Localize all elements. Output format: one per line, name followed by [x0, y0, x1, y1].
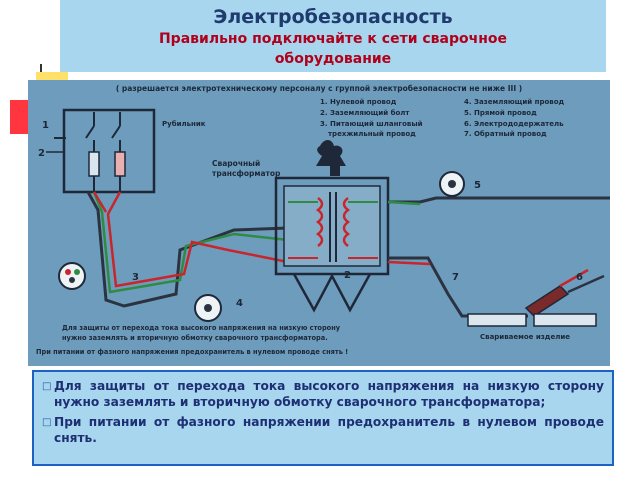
- switch-label: Рубильник: [162, 120, 206, 128]
- wiring-diagram: ( разрешается электротехническому персон…: [28, 80, 610, 366]
- caption-bullet: □ При питании от фазного напряжении пред…: [42, 414, 604, 446]
- diagram-note-line2: нужно заземлять и вторичную обмотку свар…: [62, 334, 328, 342]
- caption-box: □ Для защиты от перехода тока высокого н…: [32, 370, 614, 466]
- caption-bullet-text: При питании от фазного напряжении предох…: [54, 415, 604, 445]
- bullet-icon: □: [42, 381, 52, 392]
- slide-subtitle-line2: оборудование: [274, 51, 392, 67]
- caption-bullet: □ Для защиты от перехода тока высокого н…: [42, 378, 604, 410]
- workpiece-label: Свариваемое изделие: [480, 333, 570, 341]
- slide-title: Электробезопасность: [213, 6, 453, 28]
- direct-wire: [388, 196, 610, 204]
- legend-item-5: 5. Прямой провод: [464, 109, 537, 117]
- legend-item-4: 4. Заземляющий провод: [464, 98, 565, 106]
- title-box: Электробезопасность Правильно подключайт…: [60, 0, 606, 72]
- socket-left: [58, 262, 86, 290]
- legend-item-1: 1. Нулевой провод: [320, 98, 397, 106]
- transformer-label-1: Сварочный: [212, 159, 260, 168]
- diagram-header: ( разрешается электротехническому персон…: [116, 84, 522, 93]
- workpiece: [467, 313, 597, 327]
- legend-item-2: 2. Заземляющий болт: [320, 109, 410, 117]
- number-1: 1: [42, 120, 49, 131]
- return-wire: [388, 256, 528, 318]
- power-cable-red: [106, 191, 289, 288]
- decor-red-block: [10, 100, 30, 134]
- number-3: 3: [132, 272, 139, 283]
- transformer: [274, 140, 390, 313]
- switch-panel: [54, 108, 156, 194]
- transformer-label-2: трансформатор: [212, 169, 281, 178]
- slide-subtitle-line1: Правильно подключайте к сети сварочное: [158, 31, 508, 47]
- socket-right: [439, 171, 465, 197]
- caption-bullet-text: Для защиты от перехода тока высокого нап…: [54, 379, 604, 409]
- number-4: 4: [236, 298, 243, 309]
- number-6: 6: [576, 272, 583, 283]
- diagram-note-line3: При питании от фазного напряжения предох…: [36, 348, 348, 356]
- power-cable-green: [92, 191, 289, 294]
- bullet-icon: □: [42, 417, 52, 428]
- diagram-note-line1: Для защиты от перехода тока высокого нап…: [62, 324, 341, 332]
- legend-item-3-cont: трехжильный провод: [328, 130, 416, 138]
- socket-bottom: [194, 294, 222, 322]
- legend-item-3: 3. Питающий шланговый: [320, 120, 423, 128]
- number-2-transformer: 2: [344, 270, 351, 281]
- electrode-holder: [524, 268, 605, 317]
- wiring-diagram-svg: ( разрешается электротехническому персон…: [36, 84, 610, 356]
- power-cable-dark: [86, 191, 289, 308]
- legend-item-7: 7. Обратный провод: [464, 130, 547, 138]
- fuse-left: [88, 151, 100, 177]
- number-2-left: 2: [38, 148, 45, 159]
- legend-item-6: 6. Электрододержатель: [464, 120, 564, 128]
- fuse-right: [114, 151, 126, 177]
- number-7: 7: [452, 272, 459, 283]
- number-5: 5: [474, 180, 481, 191]
- legend: 1. Нулевой провод 2. Заземляющий болт 3.…: [320, 98, 565, 138]
